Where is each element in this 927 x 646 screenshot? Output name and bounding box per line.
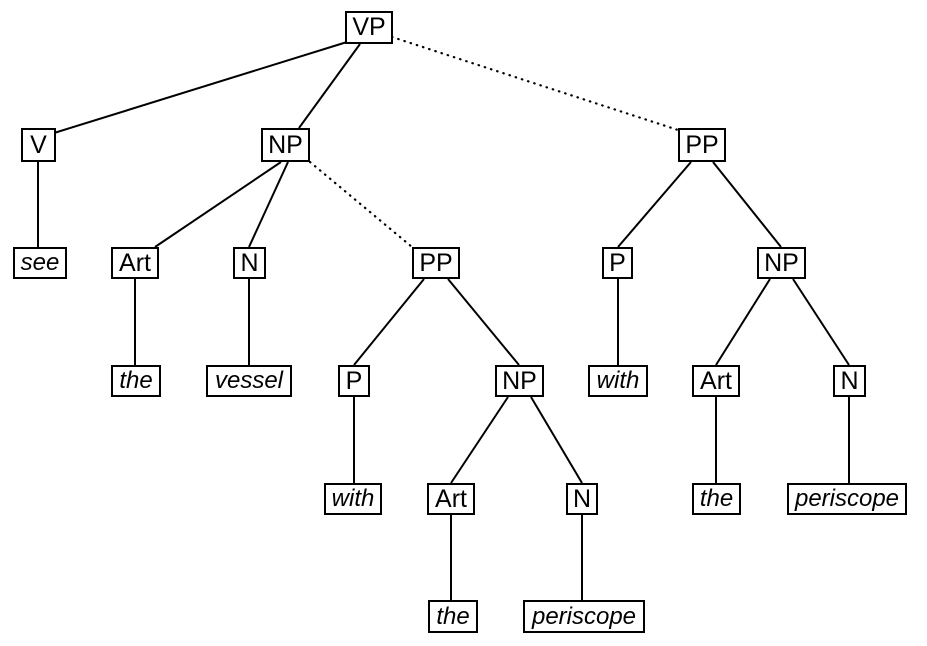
- tree-node-vp: VP: [345, 11, 393, 44]
- tree-edge-vp-to-np1: [298, 43, 361, 129]
- tree-node-v: V: [21, 128, 56, 162]
- tree-leaf-periscope2: periscope: [523, 600, 645, 633]
- tree-leaf-the3: the: [692, 483, 741, 515]
- tree-leaf-with3: with: [588, 365, 648, 397]
- tree-leaf-see: see: [13, 247, 67, 279]
- tree-edge-np3-to-n3: [792, 278, 850, 366]
- tree-leaf-periscope3: periscope: [787, 483, 907, 515]
- tree-edge-np1-to-art1: [154, 161, 282, 248]
- tree-edge-np3-to-art3: [715, 278, 771, 366]
- tree-leaf-vessel: vessel: [206, 365, 292, 397]
- tree-node-np1: NP: [261, 128, 310, 162]
- tree-edge-vp-to-v: [53, 41, 348, 134]
- tree-edge-pp3-to-p3: [617, 161, 692, 248]
- tree-node-art2: Art: [427, 483, 475, 515]
- tree-edge-np2-to-art2: [450, 396, 509, 484]
- tree-edge-vp-to-pp3: [390, 35, 680, 132]
- tree-node-art1: Art: [111, 247, 159, 279]
- tree-edge-np1-to-n1: [248, 161, 289, 248]
- tree-node-art3: Art: [692, 365, 740, 397]
- tree-node-n2: N: [566, 483, 598, 515]
- tree-leaf-with2: with: [324, 483, 382, 515]
- tree-edge-pp2-to-p2: [353, 278, 425, 366]
- tree-leaf-the1: the: [111, 365, 161, 397]
- tree-node-p3: P: [602, 247, 633, 279]
- tree-edge-pp2-to-np2: [447, 278, 520, 366]
- tree-node-n1: N: [233, 247, 266, 279]
- tree-leaf-the2: the: [428, 600, 478, 633]
- tree-edge-pp3-to-np3: [712, 161, 782, 248]
- tree-node-np2: NP: [495, 365, 544, 397]
- tree-node-n3: N: [833, 365, 866, 397]
- tree-node-pp3: PP: [678, 128, 726, 162]
- tree-edge-np2-to-n2: [530, 396, 583, 484]
- tree-edge-np1-to-pp2: [308, 160, 414, 249]
- tree-node-p2: P: [338, 365, 370, 397]
- tree-node-np3: NP: [757, 247, 806, 279]
- tree-node-pp2: PP: [412, 247, 460, 279]
